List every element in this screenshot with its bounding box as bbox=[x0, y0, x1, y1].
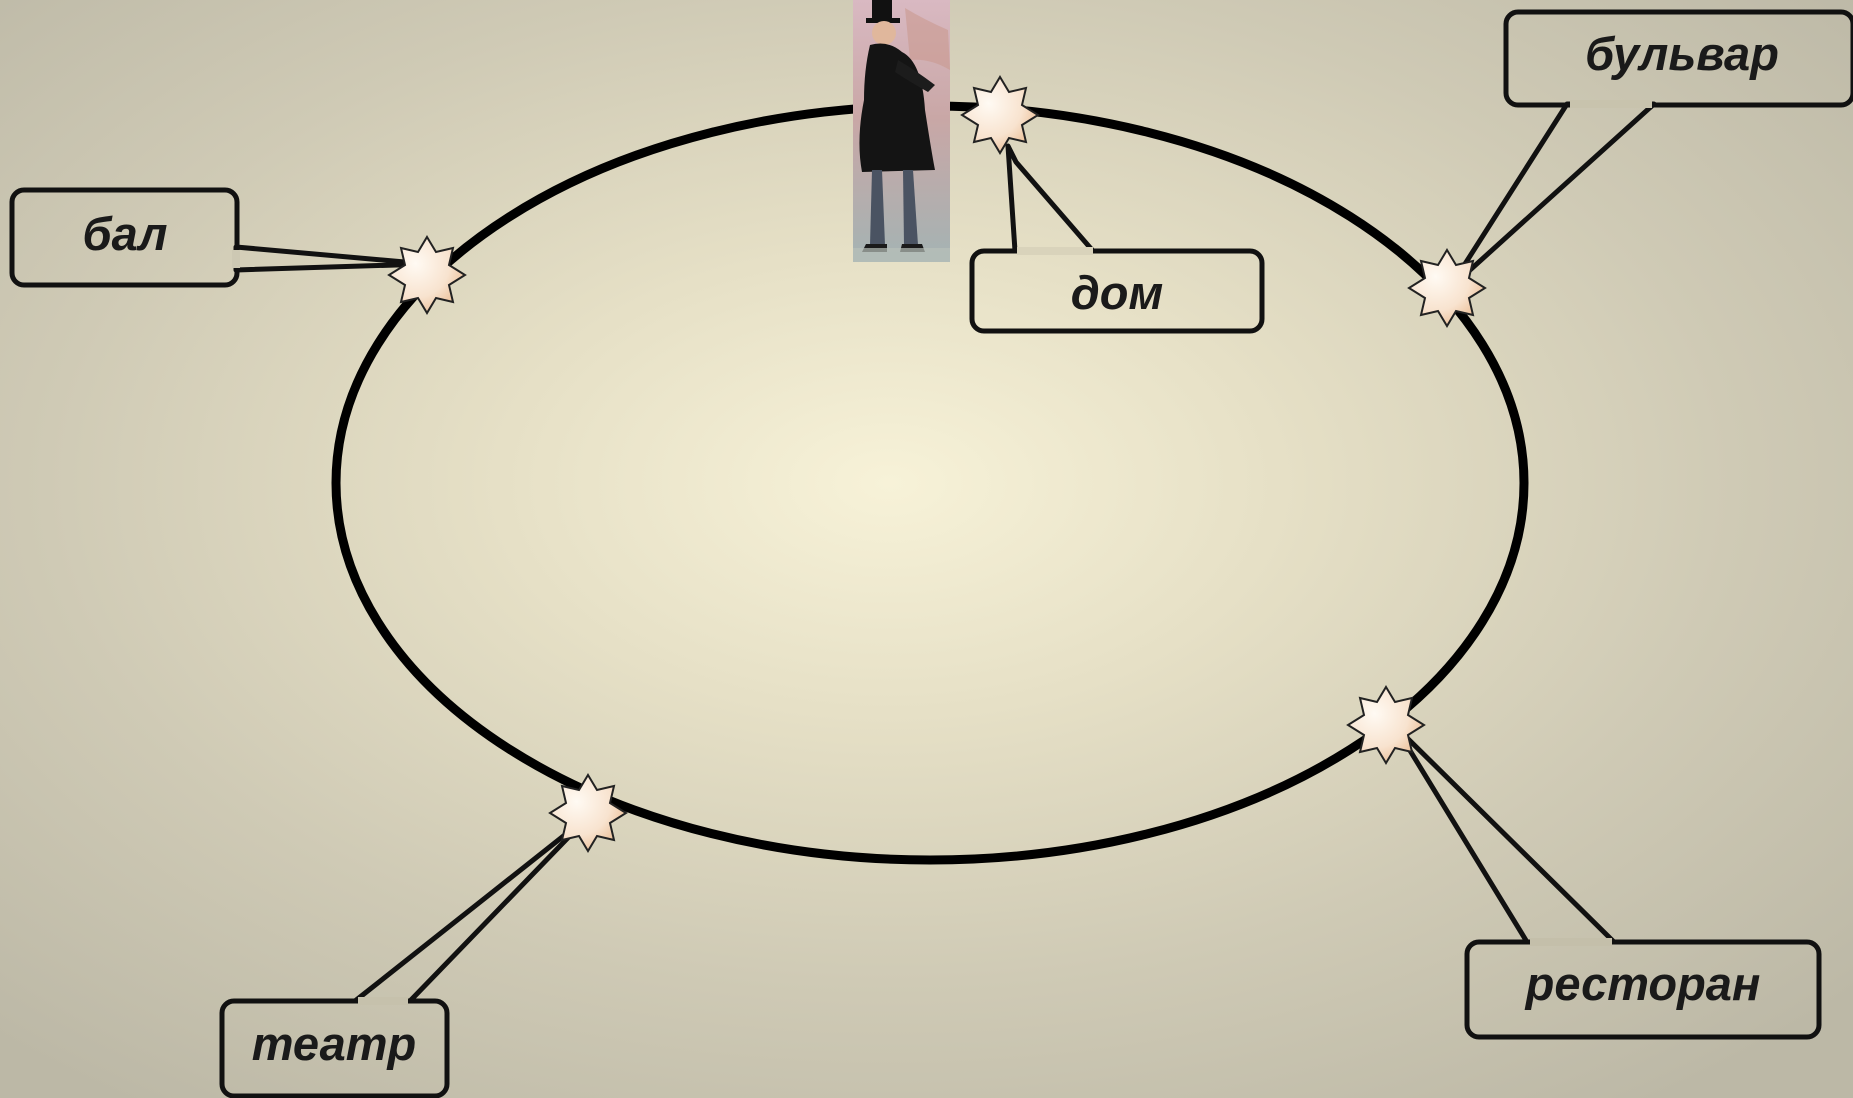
callout-dom: дом bbox=[969, 143, 1265, 334]
callout-pointer bbox=[1392, 723, 1617, 945]
star-marker-restoran bbox=[1346, 685, 1426, 765]
star-marker-bal bbox=[387, 235, 467, 315]
star-marker-bulvar bbox=[1407, 248, 1487, 328]
callout-box bbox=[969, 248, 1265, 334]
callout-box bbox=[1503, 9, 1853, 108]
callout-pointer bbox=[1005, 143, 1096, 254]
callout-restoran: ресторан bbox=[1392, 723, 1822, 1040]
point-label-teatr: театр bbox=[252, 1017, 417, 1070]
callout-teatr: театр bbox=[219, 812, 593, 1098]
callout-bulvar: бульвар bbox=[1446, 9, 1853, 292]
callout-box bbox=[1464, 939, 1822, 1040]
callout-bal: бал bbox=[9, 187, 430, 288]
gentleman-in-top-hat-figure bbox=[853, 0, 950, 262]
callout-pointer bbox=[352, 812, 593, 1004]
callout-box bbox=[9, 187, 240, 288]
callout-pointer bbox=[233, 244, 430, 273]
callout-pointer bbox=[1446, 101, 1657, 292]
point-label-restoran: ресторан bbox=[1524, 957, 1761, 1010]
star-marker-dom bbox=[960, 75, 1040, 155]
star-marker-teatr bbox=[548, 773, 628, 853]
point-label-bulvar: бульвар bbox=[1585, 27, 1779, 80]
point-label-bal: бал bbox=[82, 207, 167, 260]
point-label-dom: дом bbox=[1071, 266, 1164, 319]
callout-box bbox=[219, 998, 450, 1098]
